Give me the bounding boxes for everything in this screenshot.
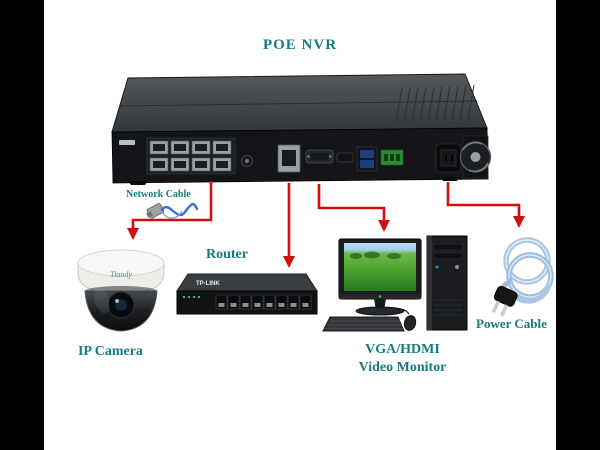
nvr-power-socket [435, 143, 462, 173]
monitor-screen [344, 243, 416, 291]
arrow-to-camera [127, 181, 213, 240]
nvr-lan-port [277, 144, 301, 173]
nvr-foot [442, 177, 458, 181]
arrow-to-power [446, 182, 525, 228]
nvr-device [111, 73, 492, 185]
monitor-label-line1: VGA/HDMI [365, 342, 440, 357]
nvr-top-vents [395, 84, 475, 123]
router-ports [215, 294, 312, 310]
nvr-fan [459, 135, 492, 179]
ip-camera-label: IP Camera [78, 344, 143, 359]
diagram-title: POE NVR [262, 37, 338, 53]
network-cable-label: Network Cable [126, 189, 191, 200]
letterbox-right [556, 0, 600, 450]
monitor-label-line2: Video Monitor [358, 360, 447, 375]
nvr-vga-port [305, 149, 334, 164]
power-cable-label: Power Cable [476, 316, 547, 331]
power-cable-device [491, 237, 554, 317]
nvr-poe-ports [146, 137, 236, 175]
camera-brand-text: Tiandy [110, 270, 132, 279]
router-leds [182, 295, 201, 299]
nvr-audio-pin [245, 159, 249, 163]
router-device: TP-LINK [176, 273, 318, 315]
connection-arrows [127, 181, 525, 268]
ip-camera-device: Tiandy [77, 249, 165, 332]
router-label: Router [206, 247, 248, 262]
monitor-device [338, 238, 422, 316]
nvr-hdmi-port [336, 152, 354, 163]
nvr-foot [130, 181, 146, 185]
letterbox-left [0, 0, 44, 450]
nvr-logo [119, 140, 135, 145]
network-cable-icon [146, 202, 199, 219]
keyboard [322, 316, 405, 332]
nvr-usb-ports [356, 146, 378, 172]
router-brand-text: TP-LINK [196, 281, 220, 287]
nvr-alarm-terminal [380, 149, 404, 166]
power-plug [491, 285, 518, 317]
arrow-to-monitor [317, 184, 390, 232]
monitor-base [355, 306, 405, 316]
pc-tower [426, 235, 468, 331]
mouse [397, 308, 417, 331]
